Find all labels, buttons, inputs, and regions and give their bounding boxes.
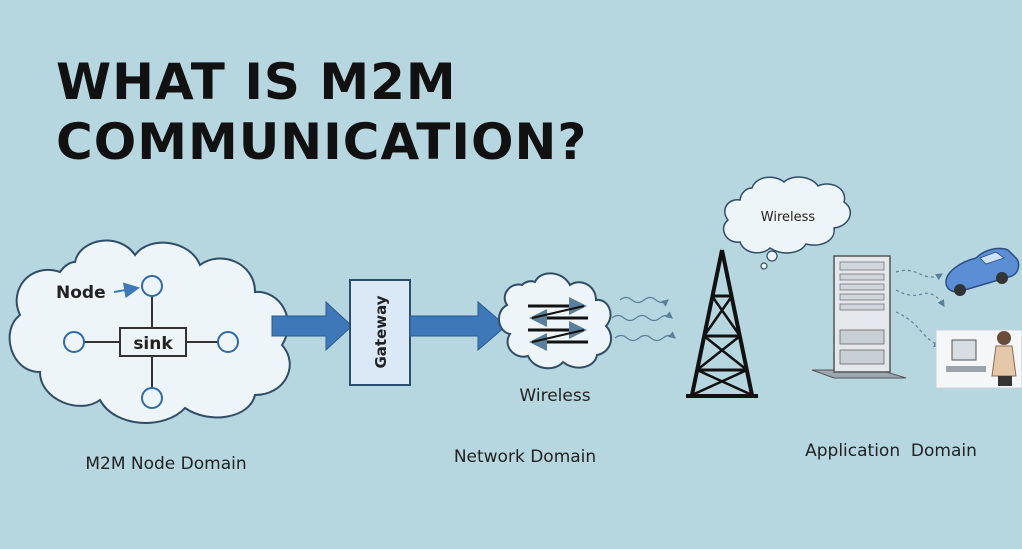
network-wireless-label: Wireless — [519, 386, 590, 406]
sink-connections — [84, 296, 218, 388]
network-domain-caption: Network Domain — [454, 447, 596, 467]
title-line-2: COMMUNICATION? — [56, 113, 588, 171]
sink-box — [119, 327, 187, 357]
node-label: Node — [56, 283, 106, 303]
node-circle-left — [63, 331, 85, 353]
server-icon — [811, 255, 907, 379]
node-pointer-arrow — [113, 282, 140, 299]
page-title: WHAT IS M2M COMMUNICATION? — [56, 52, 587, 172]
computer-user-icon — [935, 329, 1022, 389]
arrow-node-to-gateway — [271, 300, 353, 352]
radio-tower-icon — [686, 249, 758, 398]
node-circle-top — [141, 275, 163, 297]
car-icon — [945, 247, 1020, 296]
node-circle-bottom — [141, 387, 163, 409]
title-line-1: WHAT IS M2M — [56, 53, 457, 111]
application-domain-caption: Application Domain — [805, 441, 977, 461]
network-wireless-cloud — [498, 272, 613, 370]
node-circle-right — [217, 331, 239, 353]
server-device-links — [895, 269, 945, 348]
node-domain-caption: M2M Node Domain — [85, 454, 246, 474]
network-routing-icon — [528, 297, 588, 351]
gateway-box — [349, 279, 411, 386]
application-wireless-cloud — [722, 176, 852, 270]
gateway-label: Gateway — [372, 295, 390, 368]
arrow-gateway-to-network — [409, 300, 507, 352]
application-wireless-label: Wireless — [761, 210, 816, 225]
wireless-signal-waves — [611, 296, 676, 342]
sink-label: sink — [133, 334, 173, 354]
